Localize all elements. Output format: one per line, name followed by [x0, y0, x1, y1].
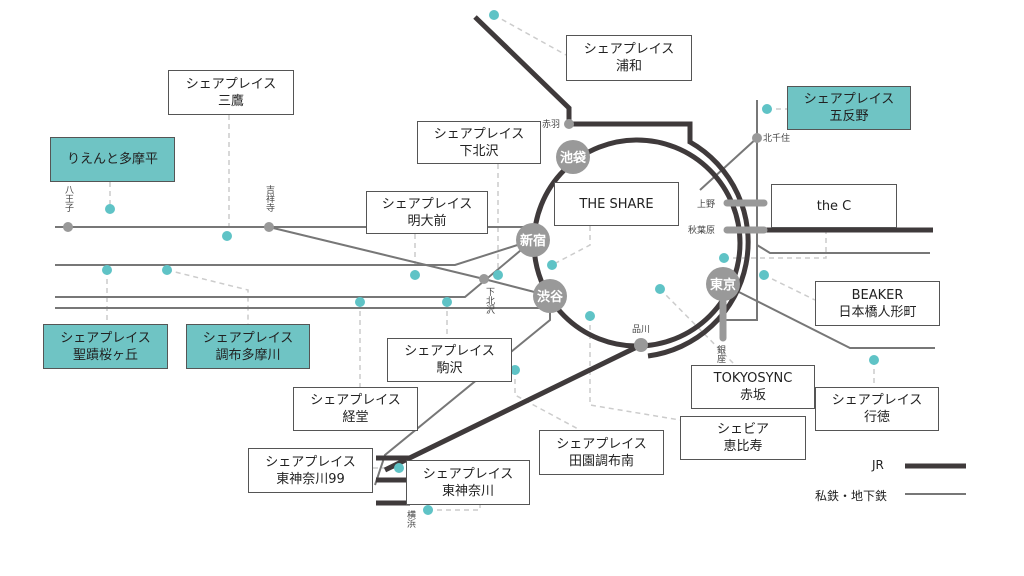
shimokitazawa-label: 下北沢 — [484, 287, 495, 315]
property-kyodo[interactable]: シェアプレイス経堂 — [293, 387, 418, 431]
property-name: TOKYOSYNC — [713, 371, 793, 386]
property-chofu-tamagawa[interactable]: シェアプレイス調布多摩川 — [186, 324, 310, 369]
property-komazawa[interactable]: シェアプレイス駒沢 — [387, 338, 512, 382]
property-higashikanagawa[interactable]: シェアプレイス東神奈川 — [406, 460, 530, 505]
property-area: 浦和 — [615, 59, 642, 74]
sobu-line — [756, 244, 930, 254]
station-dots — [63, 119, 762, 352]
tokaido-line — [383, 342, 643, 473]
property-area: 東神奈川99 — [276, 471, 345, 487]
property-area: 調布多摩川 — [215, 347, 281, 363]
yokohama-label: 横浜 — [405, 509, 416, 529]
property-shimokitazawa[interactable]: シェアプレイス下北沢 — [417, 121, 541, 164]
property-name: シェアプレイス — [404, 344, 495, 359]
property-area: 三鷹 — [217, 93, 244, 109]
property-denenchofu-minami[interactable]: シェアプレイス田園調布南 — [539, 430, 664, 475]
property-rient-tamadaira[interactable]: りえんと多摩平 — [50, 137, 175, 182]
property-area: 田園調布南 — [568, 453, 634, 469]
property-area: 明大前 — [407, 213, 447, 229]
property-area: 日本橋人形町 — [838, 304, 917, 320]
property-name: シェアプレイス — [583, 42, 675, 57]
property-name: シェアプレイス — [265, 454, 356, 470]
property-name: シェアプレイス — [556, 436, 647, 452]
legend-private-label: 私鉄・地下鉄 — [815, 489, 888, 503]
property-name: シェアプレイス — [60, 330, 151, 346]
property-mitaka[interactable]: シェアプレイス三鷹 — [168, 70, 294, 115]
property-gotanno[interactable]: シェアプレイス五反野 — [787, 86, 911, 130]
property-name: りえんと多摩平 — [66, 152, 158, 167]
kichijoji-label: 吉祥寺 — [264, 185, 275, 212]
shinjuku-label: 新宿 — [520, 233, 546, 249]
property-dots — [102, 10, 879, 515]
property-name: シェビア — [716, 422, 769, 437]
property-gyotoku[interactable]: シェアプレイス行徳 — [815, 387, 939, 431]
ueno-label: 上野 — [697, 199, 715, 210]
property-higashikanagawa-99[interactable]: シェアプレイス東神奈川99 — [248, 448, 373, 493]
shinjuku-station — [516, 223, 550, 257]
property-name: シェアプレイス — [202, 330, 294, 346]
property-name: シェアプレイス — [433, 126, 525, 142]
property-name: シェアプレイス — [422, 466, 514, 482]
akihabara-label: 秋葉原 — [688, 224, 715, 236]
keihin-tohoku-line — [473, 15, 751, 359]
property-area: 五反野 — [829, 109, 869, 124]
hibiya-line — [723, 100, 758, 321]
property-name: シェアプレイス — [381, 196, 473, 212]
property-name: シェアプレイス — [803, 92, 895, 107]
property-shevia-ebisu[interactable]: シェビア恵比寿 — [680, 416, 806, 460]
tsukuba-line — [699, 137, 758, 191]
tozai-line — [722, 283, 935, 349]
property-name: BEAKER — [851, 287, 904, 303]
tokyo-label: 東京 — [710, 277, 736, 293]
hachioji-label: 八王子 — [63, 185, 74, 212]
property-area: 赤坂 — [739, 388, 766, 403]
ikebukuro-station — [556, 140, 590, 174]
property-name: THE SHARE — [579, 196, 654, 212]
ikebukuro-label: 池袋 — [560, 150, 587, 166]
ginza-label: 銀座 — [715, 344, 726, 364]
tokyo-station — [706, 267, 740, 301]
shinagawa-label: 品川 — [632, 324, 650, 335]
transfer-bars — [719, 199, 768, 342]
property-area: 恵比寿 — [723, 439, 763, 454]
keio-line — [55, 239, 534, 266]
property-name: the C — [816, 198, 852, 214]
property-the-c[interactable]: the C — [771, 184, 897, 228]
yokohama-tracks — [376, 455, 410, 506]
shibuya-station — [533, 279, 567, 313]
property-the-share[interactable]: THE SHARE — [554, 182, 679, 226]
akabane-label: 赤羽 — [542, 119, 560, 130]
odakyu-line — [55, 239, 534, 298]
property-name: シェアプレイス — [185, 76, 277, 92]
property-area: 聖蹟桜ヶ丘 — [72, 347, 138, 363]
property-tokyosync[interactable]: TOKYOSYNC 赤坂 — [691, 365, 815, 409]
property-urawa[interactable]: シェアプレイス浦和 — [566, 35, 692, 81]
property-meidaimae[interactable]: シェアプレイス明大前 — [366, 191, 488, 234]
property-seiseki-sakuragaoka[interactable]: シェアプレイス聖蹟桜ヶ丘 — [43, 324, 168, 369]
legend-jr-label: JR — [872, 458, 884, 472]
property-area: 経堂 — [342, 410, 369, 425]
shibuya-label: 渋谷 — [537, 289, 564, 305]
property-area: 下北沢 — [459, 143, 499, 159]
legend-lines — [905, 463, 966, 495]
property-area: 駒沢 — [436, 361, 463, 376]
kitasenju-label: 北千住 — [763, 132, 790, 144]
property-name: シェアプレイス — [310, 393, 401, 408]
property-area: 行徳 — [863, 410, 890, 425]
property-area: 東神奈川 — [441, 483, 494, 499]
property-name: シェアプレイス — [831, 393, 923, 408]
